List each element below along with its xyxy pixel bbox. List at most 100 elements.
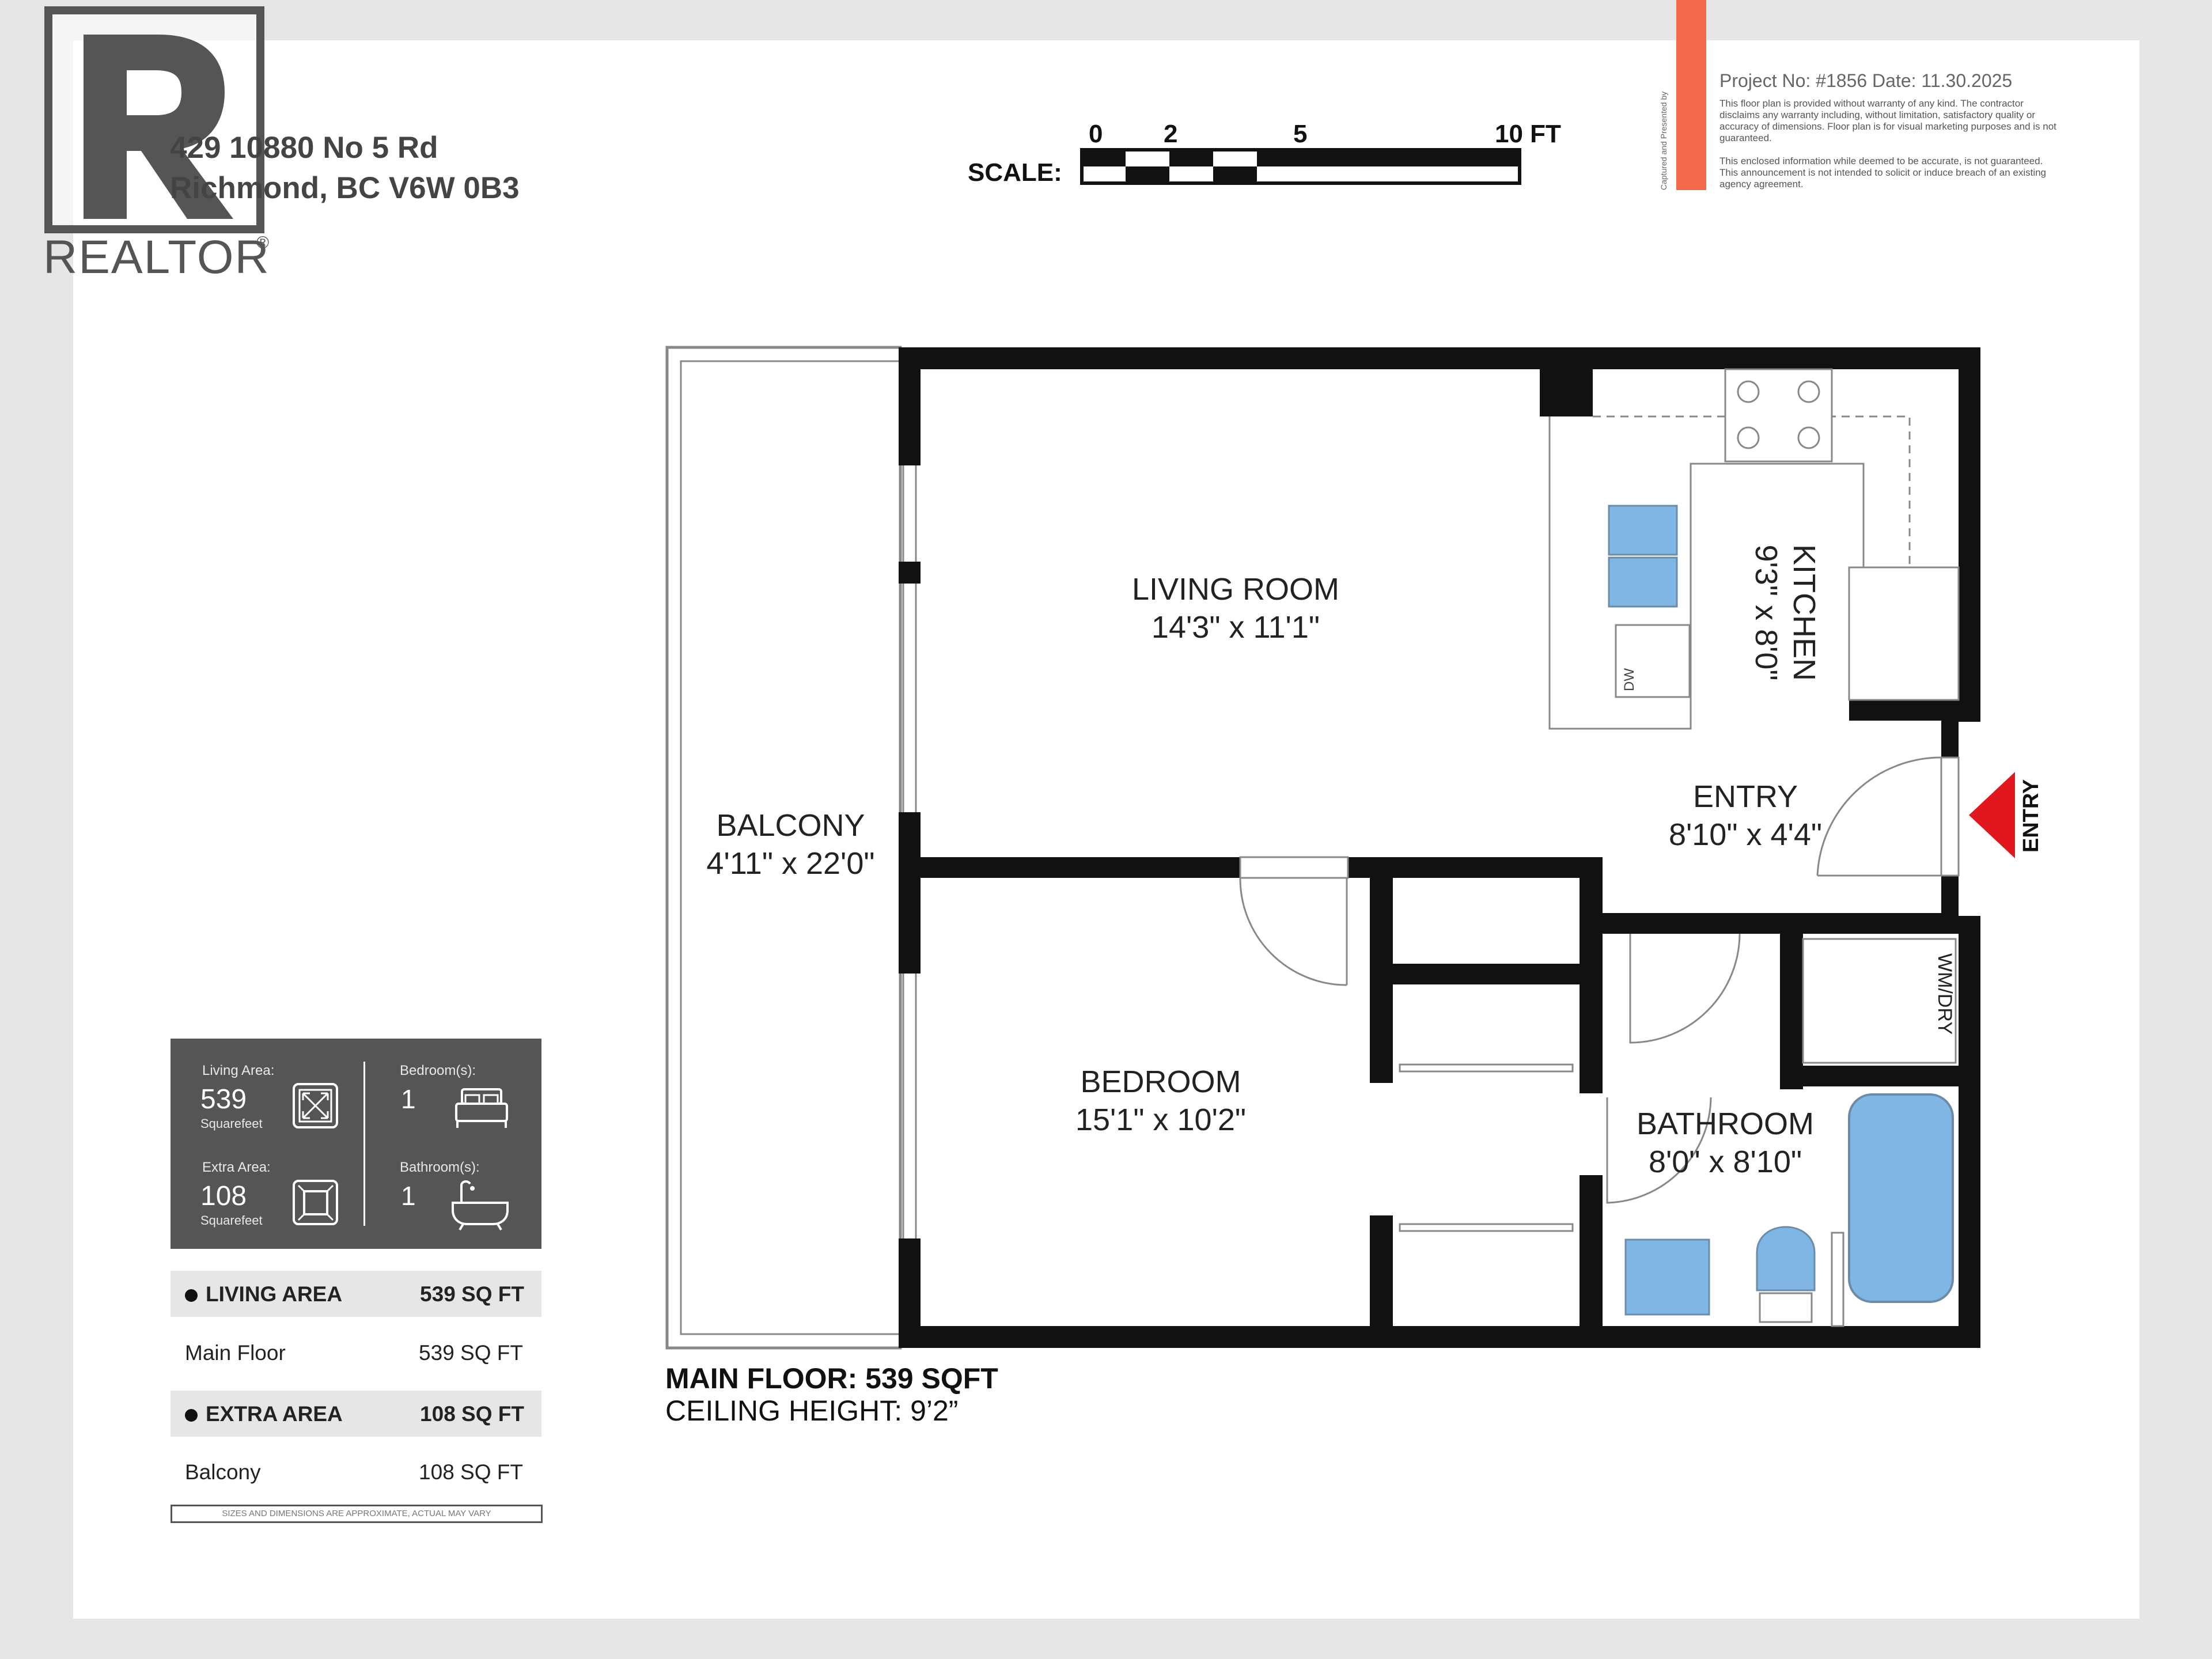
row-label: Main Floor — [185, 1341, 286, 1365]
entry-arrow-icon — [1969, 772, 2015, 858]
bedrooms-value: 1 — [401, 1084, 416, 1114]
realtor-r-mark-icon — [44, 6, 264, 233]
burner-2 — [1797, 380, 1820, 403]
bedrooms-caption: Bedroom(s): — [400, 1063, 476, 1078]
bullet-icon — [185, 1289, 198, 1302]
left-wall-segment-3 — [899, 812, 921, 974]
area-summary-card: Living Area: 539 Squarefeet Extra Area: … — [171, 1039, 541, 1249]
row-value: 108 SQ FT — [420, 1402, 524, 1426]
row-value: 108 SQ FT — [419, 1460, 523, 1484]
address-line-1: 429 10880 No 5 Rd — [170, 131, 438, 165]
kitchen-dim: 9'3" x 8'0" — [1749, 544, 1783, 681]
bath-vanity-wall — [1831, 1232, 1844, 1327]
entry-dim: 8'10" x 4'4" — [1668, 817, 1823, 852]
closet-shelf-1 — [1393, 964, 1580, 984]
ceiling-height: CEILING HEIGHT: 9’2” — [665, 1395, 959, 1427]
entry-room-label: ENTRY 8'10" x 4'4" — [1647, 778, 1843, 854]
kitchen-counter-outline — [1548, 416, 1865, 730]
living-area-unit: Squarefeet — [200, 1116, 263, 1131]
exterior-wall-top — [899, 347, 1980, 369]
kitchen-name: KITCHEN — [1787, 544, 1821, 681]
living-room-label: LIVING ROOM 14'3" x 11'1" — [1115, 570, 1357, 646]
bed-icon — [455, 1088, 508, 1128]
floor-plan-sheet — [73, 40, 2139, 1619]
fridge — [1848, 566, 1960, 701]
kitchen-sink-2 — [1608, 556, 1678, 608]
closet-wall-left-lower — [1370, 1215, 1393, 1348]
left-wall-segment-2 — [899, 562, 921, 584]
entry-name: ENTRY — [1692, 779, 1798, 814]
bathrooms-caption: Bathroom(s): — [400, 1160, 480, 1175]
registered-mark-icon: ® — [256, 233, 270, 252]
laundry-wall — [1780, 934, 1803, 1089]
dishwasher — [1615, 624, 1691, 698]
floor-caption: MAIN FLOOR: 539 SQFT CEILING HEIGHT: 9’2… — [665, 1362, 998, 1427]
bedroom-dim: 15'1" x 10'2" — [1075, 1103, 1247, 1137]
entry-door-swing — [1816, 756, 1942, 877]
project-disclaimer-1: This floor plan is provided without warr… — [1719, 98, 2056, 143]
scale-tick-10: 10 FT — [1495, 120, 1561, 148]
bathrooms-value: 1 — [401, 1181, 416, 1211]
row-label: LIVING AREA — [206, 1282, 343, 1306]
row-value: 539 SQ FT — [420, 1282, 524, 1306]
balcony-dim: 4'11" x 22'0" — [706, 846, 875, 881]
exterior-wall-right-upper — [1959, 347, 1980, 722]
extra-area-caption: Extra Area: — [202, 1160, 271, 1175]
main-floor-area: MAIN FLOOR: 539 SQFT — [665, 1362, 998, 1395]
project-header: Project No: #1856 Date: 11.30.2025 — [1719, 70, 2013, 91]
scale-label: SCALE: — [968, 158, 1062, 187]
living-room-name: LIVING ROOM — [1131, 572, 1340, 607]
realtor-logo: REALTOR ® — [40, 0, 282, 294]
laundry-door-swing — [1629, 933, 1741, 1044]
toilet-tank — [1759, 1292, 1813, 1323]
project-info: Project No: #1856 Date: 11.30.2025 This … — [1719, 70, 2065, 203]
scale-tick-2: 2 — [1164, 120, 1178, 148]
bedroom-label: BEDROOM 15'1" x 10'2" — [1046, 1063, 1276, 1139]
structural-column — [1540, 369, 1593, 416]
closet-wall-right-lower — [1580, 1175, 1603, 1348]
extra-area-unit: Squarefeet — [200, 1213, 263, 1228]
burner-3 — [1737, 426, 1760, 449]
bedroom-name: BEDROOM — [1080, 1065, 1241, 1099]
exterior-wall-bottom — [899, 1326, 1980, 1348]
entry-door-leaf — [1940, 756, 1960, 877]
address-line-2: Richmond, BC V6W 0B3 — [170, 171, 520, 205]
kitchen-label: KITCHEN 9'3" x 8'0" — [1747, 544, 1823, 681]
bathroom-sink — [1624, 1238, 1710, 1316]
closet-door-bottom — [1399, 1223, 1574, 1232]
realtor-wordmark: REALTOR — [43, 231, 270, 283]
project-disclaimer-2: This enclosed information while deemed t… — [1719, 156, 2047, 190]
scale-bar: 0 2 5 10 FT SCALE: — [968, 109, 1573, 196]
bullet-icon — [185, 1409, 198, 1422]
left-wall-segment-4 — [899, 1238, 921, 1348]
toilet — [1756, 1226, 1816, 1291]
washer-dryer — [1802, 938, 1957, 1064]
scale-bar-graphic — [1080, 148, 1521, 185]
bathtub — [1848, 1093, 1954, 1303]
bathroom-door-swing — [1606, 1097, 1712, 1204]
closet-wall-right — [1580, 857, 1603, 1093]
closet-wall-left — [1370, 857, 1393, 1083]
row-label: EXTRA AREA — [206, 1402, 343, 1426]
laundry-label: WM/DRY — [1934, 953, 1956, 1035]
living-area-caption: Living Area: — [202, 1063, 275, 1078]
expand-area-icon — [293, 1083, 338, 1128]
table-row-living-area: LIVING AREA 539 SQ FT — [171, 1271, 541, 1317]
table-row-main-floor: Main Floor 539 SQ FT — [171, 1330, 541, 1376]
dishwasher-label: DW — [1622, 668, 1637, 691]
laundry-wall-bottom — [1780, 1066, 1959, 1086]
left-wall-segment-1 — [899, 347, 921, 465]
bedroom-door-swing — [1239, 877, 1348, 986]
entry-marker-label: ENTRY — [2019, 779, 2043, 853]
row-label: Balcony — [185, 1460, 261, 1484]
row-value: 539 SQ FT — [419, 1341, 523, 1365]
summary-divider — [363, 1062, 365, 1226]
extra-area-value: 108 — [200, 1181, 247, 1211]
kitchen-sink-1 — [1608, 505, 1678, 556]
bedroom-door — [1239, 856, 1349, 879]
table-disclaimer: SIZES AND DIMENSIONS ARE APPROXIMATE, AC… — [171, 1505, 543, 1523]
bathroom-dim: 8'0" x 8'10" — [1648, 1145, 1802, 1179]
listing-address: 429 10880 No 5 Rd Richmond, BC V6W 0B3 — [170, 128, 520, 209]
bath-wall-top — [1603, 913, 1959, 934]
